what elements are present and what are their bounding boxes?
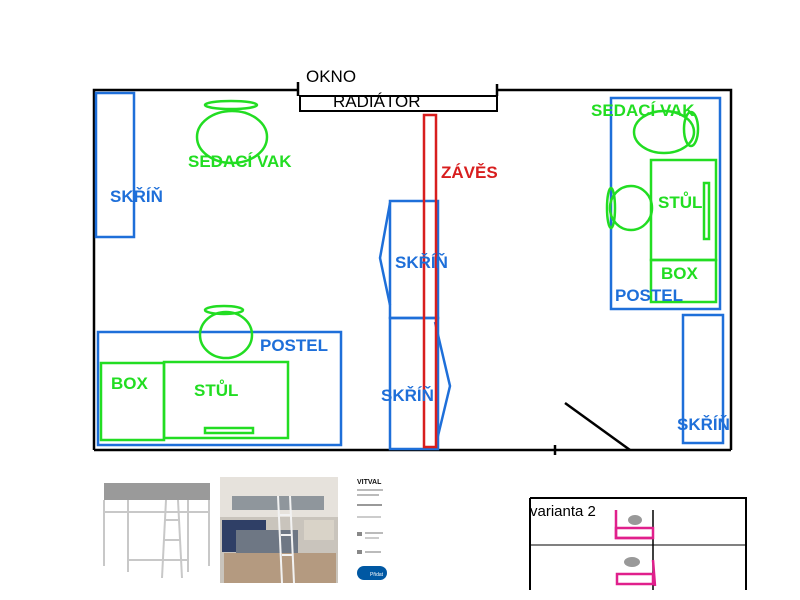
bed-left <box>96 330 343 447</box>
curtain-label: ZÁVĚS <box>441 163 498 182</box>
radiator <box>299 95 498 112</box>
room-walls <box>92 82 733 455</box>
product-card-add-button <box>357 566 387 580</box>
product-card-title: VITVAL <box>357 479 382 486</box>
desk-left <box>162 360 290 440</box>
box-right-label: BOX <box>661 264 699 283</box>
wardrobe-left-label: SKŘÍŇ <box>110 187 163 206</box>
wardrobe-mid-bottom-door <box>433 321 452 441</box>
product-card-button-label: Přidat <box>370 572 384 578</box>
bed-left-label: POSTEL <box>260 336 328 355</box>
variant-2-sketch: varianta 2 <box>529 497 747 590</box>
bed-right-label: POSTEL <box>615 286 683 305</box>
blue-furniture <box>94 91 725 451</box>
wardrobe-right <box>681 313 725 445</box>
wardrobe-right-label: SKŘÍŇ <box>677 415 730 434</box>
wardrobe-mid-top-label: SKŘÍŇ <box>395 253 448 272</box>
product-image-room-photo <box>220 477 338 584</box>
box-right <box>649 258 718 304</box>
desk-left-drawer <box>203 426 255 435</box>
bean-bag-right <box>632 109 700 155</box>
box-left-label: BOX <box>111 374 149 393</box>
desk-right-label: STŮL <box>658 192 702 212</box>
chair-left <box>198 304 254 360</box>
product-card: VITVAL Přidat <box>352 476 387 584</box>
wardrobe-left <box>94 91 136 239</box>
desk-left-label: STŮL <box>194 380 238 400</box>
bean-bag-right-label: SEDACÍ VAK <box>591 101 695 120</box>
green-furniture <box>99 99 718 442</box>
wall-left-top <box>92 88 298 450</box>
desk-right-drawer <box>702 181 711 241</box>
chair-right <box>605 184 654 232</box>
bean-bag-left <box>195 99 269 165</box>
okno-label: OKNO <box>306 67 356 86</box>
bean-bag-left-label: SEDACÍ VAK <box>188 152 292 171</box>
variant-2-label: varianta 2 <box>530 503 596 520</box>
radiator-label: RADIÁTOR <box>333 92 421 111</box>
wall-top-right <box>497 88 733 450</box>
wardrobe-mid-top-door <box>378 202 392 306</box>
door-swing-line <box>564 401 631 452</box>
curtain <box>422 113 438 449</box>
product-image-loft-bed <box>100 480 212 579</box>
wardrobe-mid-bottom-label: SKŘÍŇ <box>381 386 434 405</box>
wardrobe-mid-bottom <box>388 316 440 451</box>
